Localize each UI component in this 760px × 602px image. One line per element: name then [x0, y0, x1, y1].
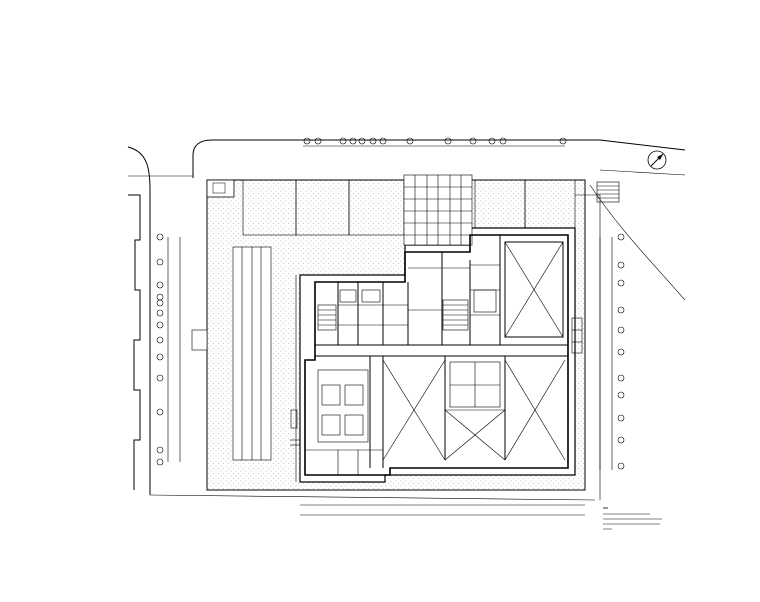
left-neighbor-outline: [128, 194, 141, 490]
entrance-steps: [596, 181, 620, 203]
general-notes: [603, 507, 662, 530]
north-arrow-icon: [647, 150, 667, 170]
paved-courtyard: [191, 174, 586, 491]
grid-axis-bubbles-top: [303, 137, 567, 145]
building-walls: [290, 234, 583, 482]
grid-axis-bubbles-left: [156, 233, 164, 466]
dimension-lines: [167, 145, 613, 516]
grid-axis-bubbles-right: [617, 233, 625, 470]
